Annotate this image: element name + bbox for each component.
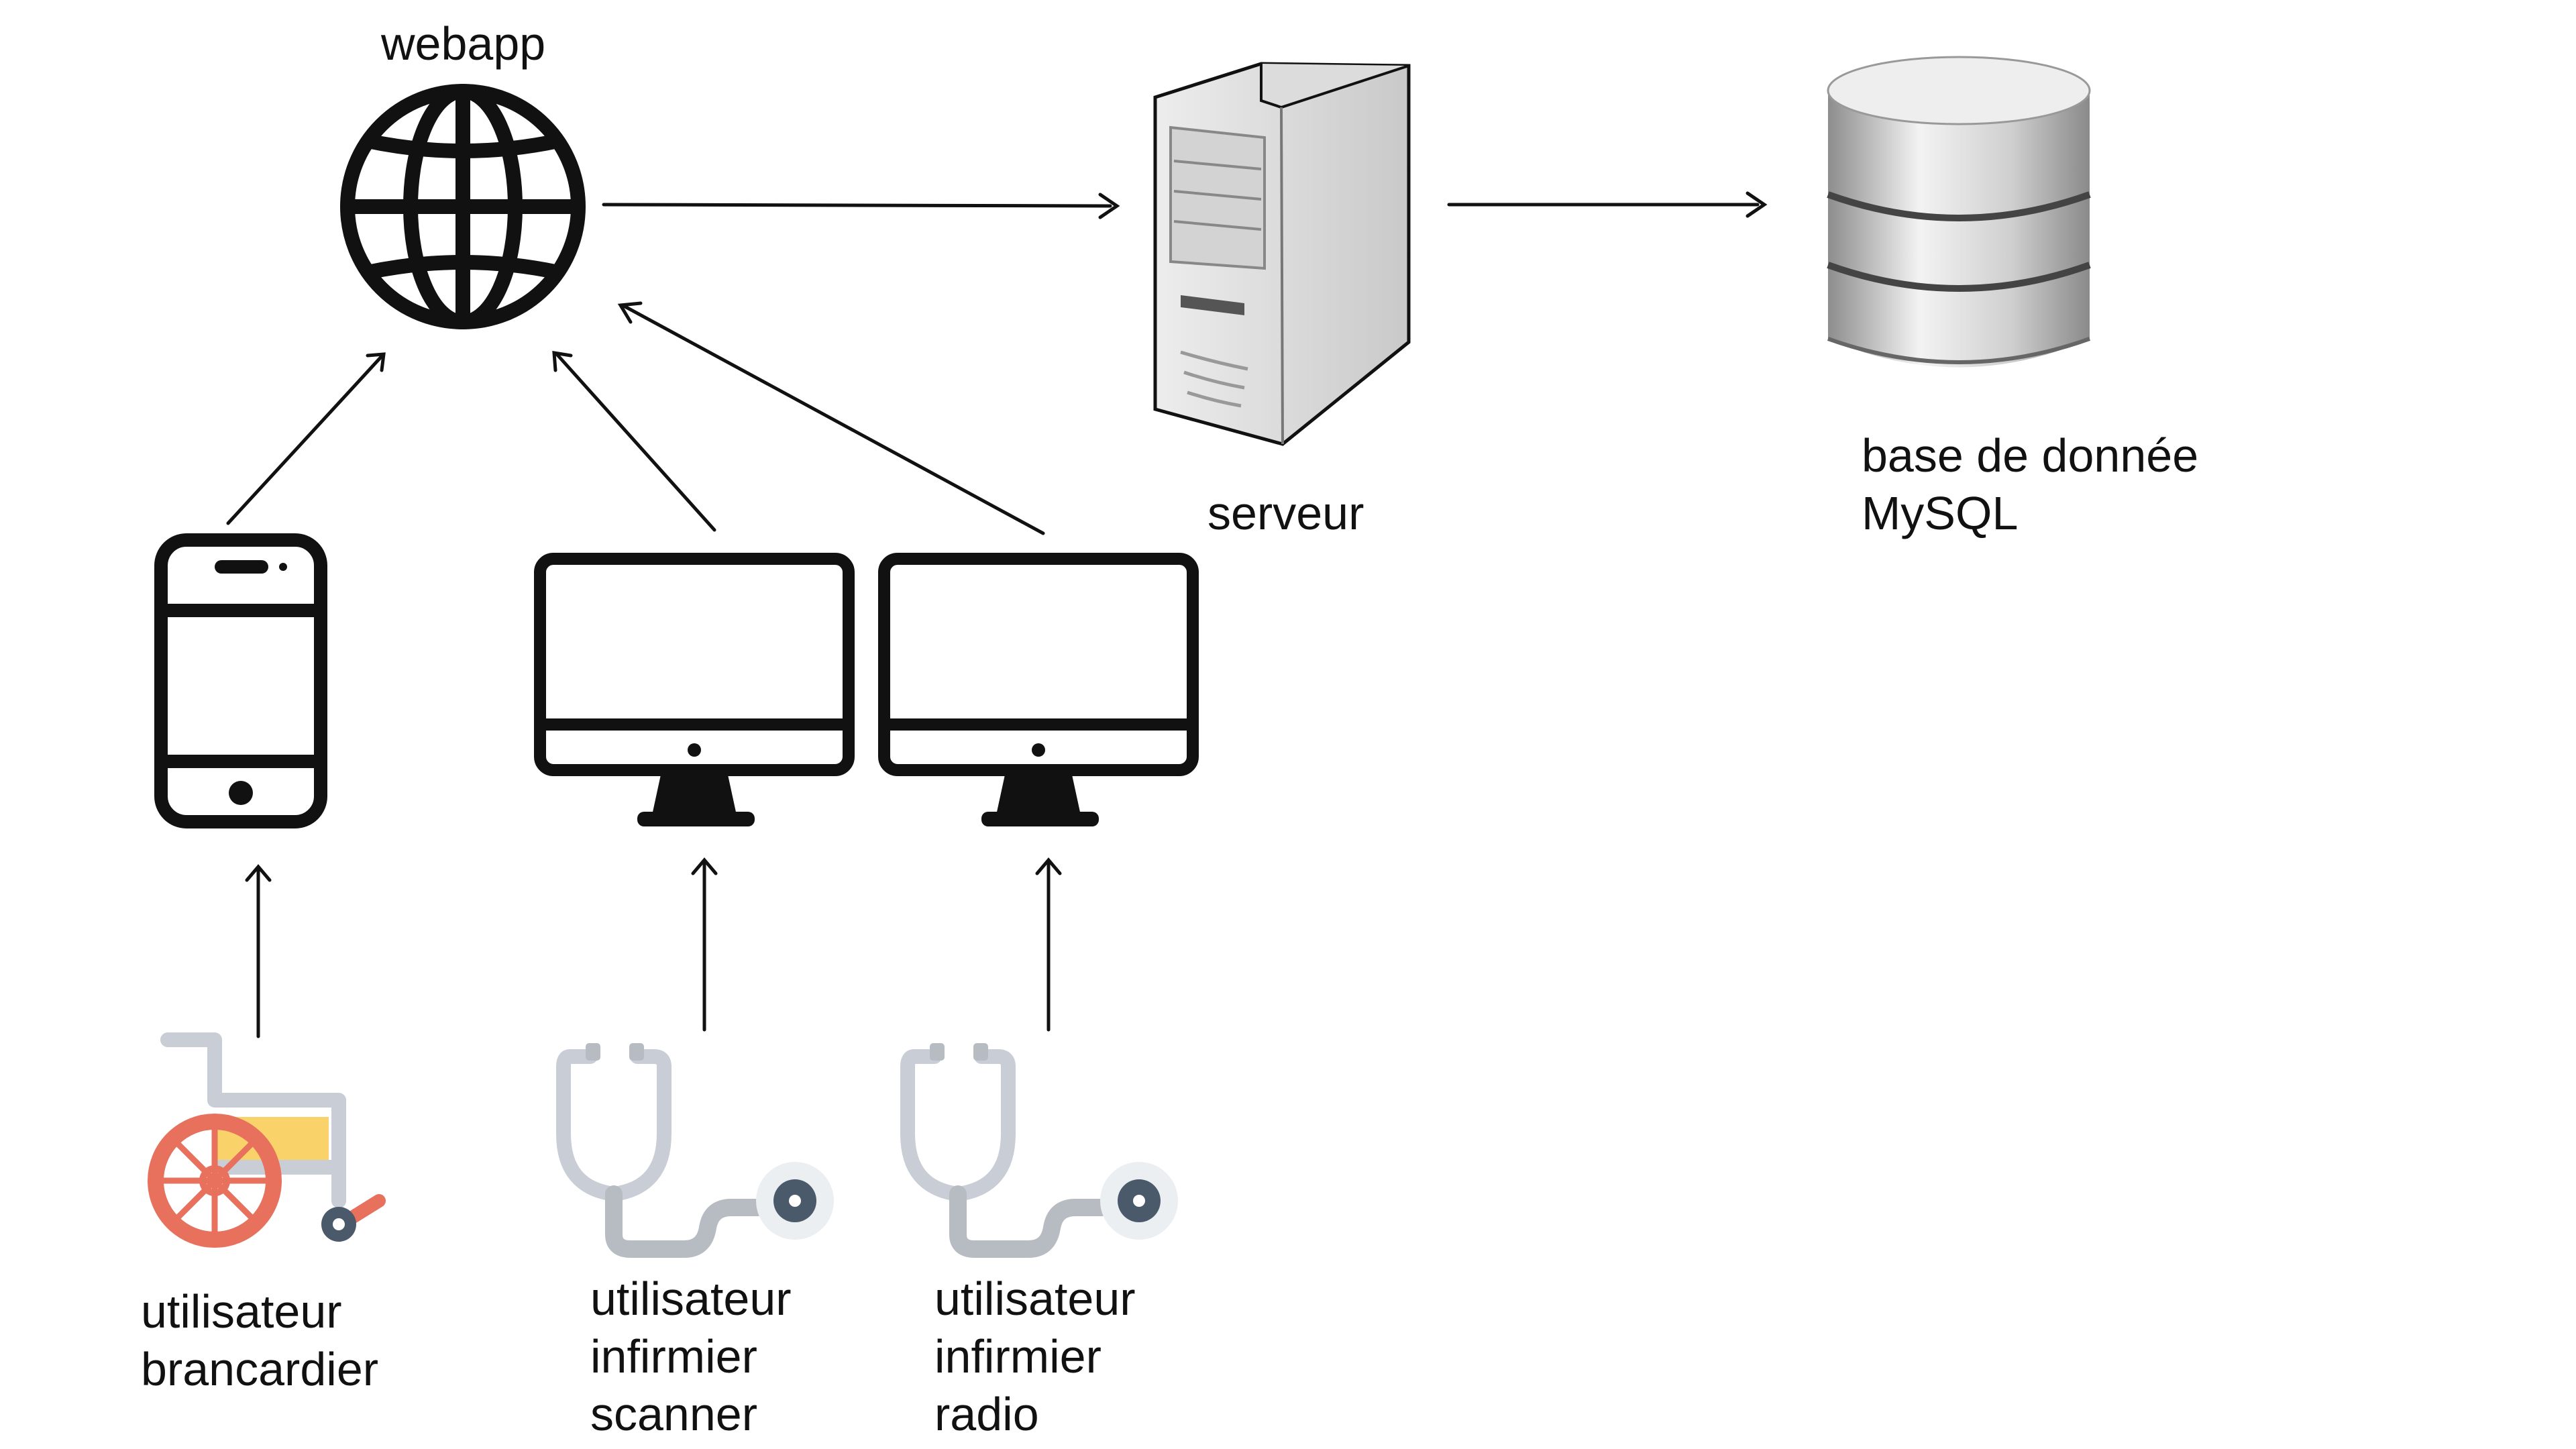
user-radio-line2: infirmier <box>934 1330 1102 1383</box>
arrow-phone-to-webapp <box>226 354 384 525</box>
user-scanner-line3: scanner <box>590 1388 758 1440</box>
user-brancardier-line1: utilisateur <box>141 1285 342 1338</box>
user-brancardier-label: utilisateur brancardier <box>141 1283 378 1398</box>
monitor-icon-scanner <box>534 553 855 826</box>
database-label-line2: MySQL <box>1862 487 2019 539</box>
user-radio-line3: radio <box>934 1388 1039 1440</box>
user-scanner-line2: infirmier <box>590 1330 757 1383</box>
user-radio-line1: utilisateur <box>934 1273 1136 1325</box>
monitor-icon-radio <box>878 553 1199 826</box>
arrow-monitor-radio-to-webapp <box>621 303 1045 535</box>
globe-icon <box>340 84 586 329</box>
database-label-line1: base de donnée <box>1862 429 2199 482</box>
connector-arrows <box>226 191 1768 1038</box>
arrow-monitor-scanner-to-webapp <box>555 352 716 532</box>
server-tower-icon <box>1153 62 1411 446</box>
user-brancardier-line2: brancardier <box>141 1343 379 1395</box>
stethoscope-icon-scanner <box>556 1043 834 1258</box>
user-radio-label: utilisateur infirmier radio <box>934 1270 1136 1443</box>
database-label: base de donnée MySQL <box>1862 427 2198 542</box>
user-scanner-label: utilisateur infirmier scanner <box>590 1270 792 1443</box>
server-label: serveur <box>1208 487 1364 539</box>
arrow-webapp-to-server <box>602 203 1112 208</box>
smartphone-icon <box>154 533 327 828</box>
database-icon <box>1827 56 2091 368</box>
wheelchair-icon <box>148 1032 386 1248</box>
stethoscope-icon-radio <box>900 1043 1178 1258</box>
user-scanner-line1: utilisateur <box>590 1273 792 1325</box>
webapp-label: webapp <box>381 17 546 70</box>
